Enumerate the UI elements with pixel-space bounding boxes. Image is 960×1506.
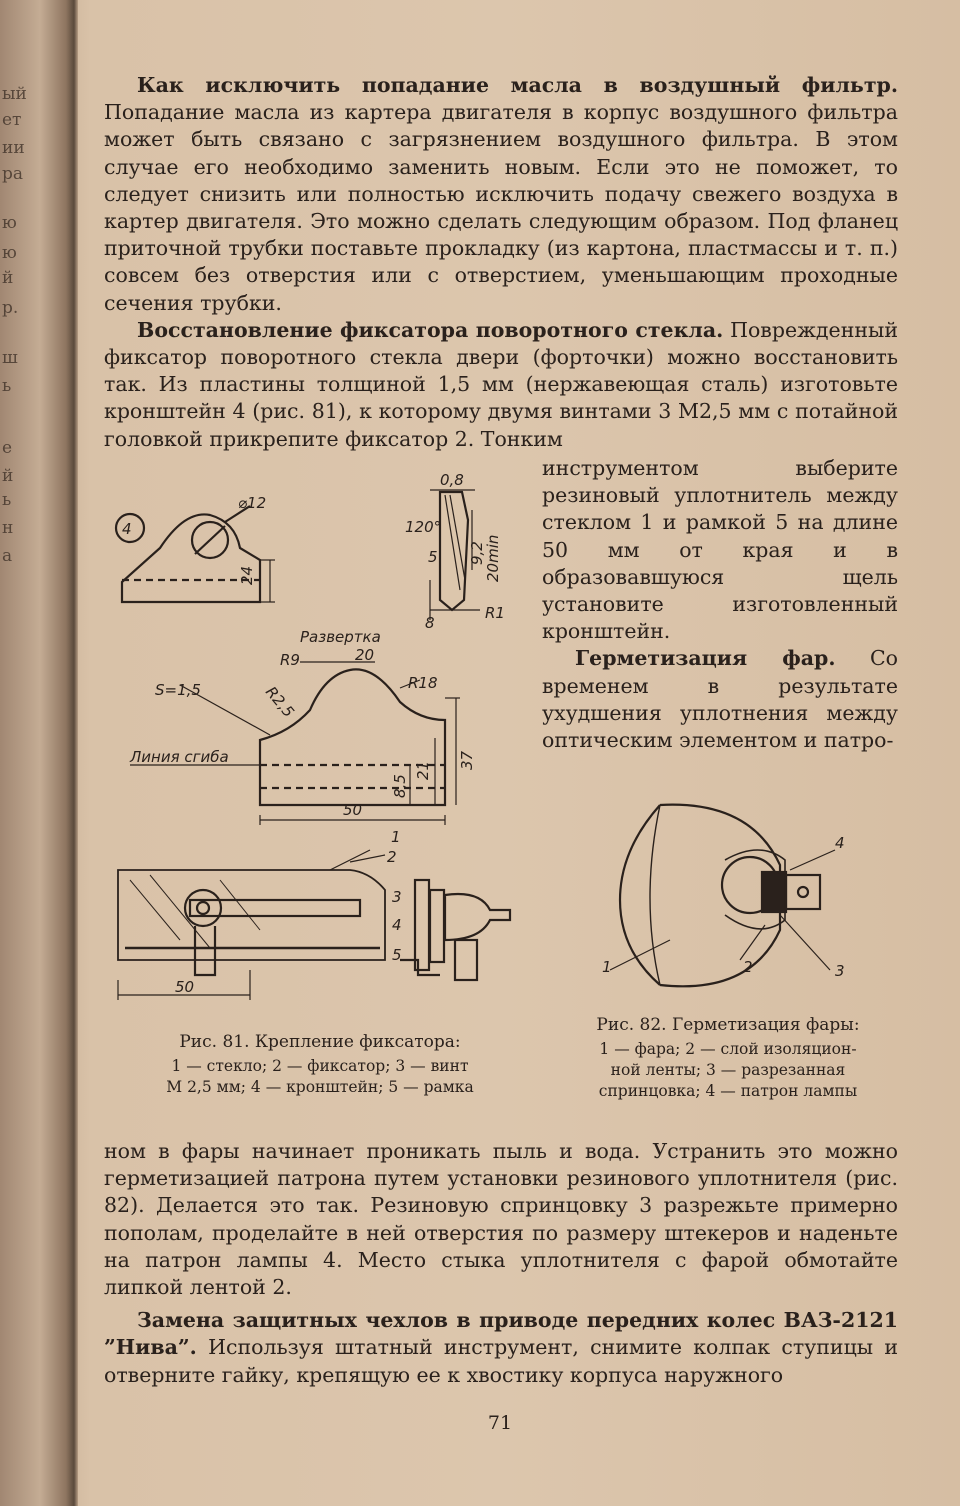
heading-fixator: Восстановление фиксатора поворотного сте… <box>137 317 724 342</box>
figure-82-caption-line: спринцовка; 4 — патрон лампы <box>598 1082 858 1100</box>
fig81-label-razvertka: Развертка <box>300 628 381 646</box>
fig81-label-height-24: 24 <box>238 566 256 585</box>
spine-text-fragment: ет <box>2 112 22 129</box>
fig81-label-diameter: ⌀12 <box>238 494 266 512</box>
paragraph-headlight-text: Со временем в результате ухудшения уплот… <box>542 646 899 753</box>
fig81-label-a2: 2 <box>387 848 397 866</box>
spine-text-fragment: е <box>2 440 13 457</box>
spine-text-fragment: н <box>2 520 14 537</box>
spine-text-fragment: ь <box>2 492 12 509</box>
spine-text-fragment: а <box>2 548 13 565</box>
figure-81-caption-line: 1 — стекло; 2 — фиксатор; 3 — винт <box>171 1057 469 1075</box>
figure-81-caption-line: М 2,5 мм; 4 — кронштейн; 5 — рамка <box>166 1078 474 1096</box>
fig81-label-8: 8 <box>425 614 435 632</box>
spine-text-fragment: ии <box>2 140 25 157</box>
paragraph-air-filter: Как исключить попадание масла в воздушны… <box>104 72 898 317</box>
figure-82-caption-line: ной ленты; 3 — разрезанная <box>610 1061 846 1079</box>
fig81-label-r18: R18 <box>408 674 438 692</box>
figure-81-caption-title: Рис. 81. Крепление фиксатора: <box>179 1032 461 1052</box>
fig81-label-s15: S=1,5 <box>155 681 201 699</box>
spine-text-fragment: р. <box>2 300 19 317</box>
fig81-label-w50: 50 <box>343 801 362 819</box>
figure-82-caption: Рис. 82. Герметизация фары: 1 — фара; 2 … <box>556 1015 900 1102</box>
text-narrow-column: инструментом выберите резиновый уплотнит… <box>542 455 898 754</box>
fig81-label-85: 8,5 <box>391 774 409 798</box>
fig81-label-r9: R9 <box>280 651 300 669</box>
fig81-label-08: 0,8 <box>440 471 464 489</box>
heading-air-filter: Как исключить попадание масла в воздушны… <box>137 73 898 97</box>
fig81-label-a1: 1 <box>391 828 401 846</box>
spine-text-fragment: ь <box>2 378 12 395</box>
fig81-label-20min: 20min <box>484 535 502 582</box>
fig81-label-a5: 5 <box>392 946 402 964</box>
paragraph-headlight-continuation-text: ном в фары начинает проникать пыль и вод… <box>104 1139 898 1300</box>
fig81-label-r25: R2,5 <box>262 683 298 721</box>
spine-text-fragment: ю <box>2 215 17 232</box>
text-block-bottom: ном в фары начинает проникать пыль и вод… <box>104 1138 898 1389</box>
fig81-label-92: 9,2 <box>468 541 486 565</box>
figure-82-caption-line: 1 — фара; 2 — слой изоляцион- <box>599 1040 857 1058</box>
fig82-label-a2: 2 <box>743 958 753 976</box>
figure-81-caption: Рис. 81. Крепление фиксатора: 1 — стекло… <box>110 1032 530 1098</box>
paragraph-fixator: Восстановление фиксатора поворотного сте… <box>104 317 898 453</box>
figure-82-caption-title: Рис. 82. Герметизация фары: <box>596 1015 860 1035</box>
fig81-label-120: 120° <box>405 518 441 536</box>
fig82-label-a1: 1 <box>602 958 612 976</box>
paragraph-headlight: Герметизация фар. Со временем в результа… <box>542 645 898 754</box>
fig82-label-a4: 4 <box>835 834 845 852</box>
fig81-label-w20: 20 <box>355 646 374 664</box>
spine-text-fragment: й <box>2 468 14 485</box>
fig81-label-part4: 4 <box>122 520 132 538</box>
fig81-label-a3: 3 <box>392 888 402 906</box>
paragraph-boots: Замена защитных чехлов в приводе передни… <box>104 1307 898 1389</box>
fig82-label-a3: 3 <box>835 962 845 980</box>
fig81-label-fold-line: Линия сгиба <box>129 748 229 766</box>
figure-82-drawing: 1 2 3 4 <box>602 803 845 988</box>
paragraph-headlight-continuation: ном в фары начинает проникать пыль и вод… <box>104 1138 898 1301</box>
fig81-label-w50b: 50 <box>175 978 194 996</box>
paragraph-air-filter-text: Попадание масла из картера двигателя в к… <box>104 100 898 315</box>
paragraph-fixator-continuation: инструментом выберите резиновый уплотнит… <box>542 456 898 644</box>
spine-text-fragment: ра <box>2 166 24 183</box>
spine-text-fragment: й <box>2 270 14 287</box>
fig81-label-21: 21 <box>414 761 432 780</box>
text-block-top: Как исключить попадание масла в воздушны… <box>104 72 898 453</box>
spine-text-fragment: ш <box>2 350 18 367</box>
spine-text-fragment: ый <box>2 86 27 103</box>
heading-headlight: Герметизация фар. <box>575 646 836 671</box>
spine-text-fragment: ю <box>2 245 17 262</box>
page-number: 71 <box>487 1412 513 1434</box>
fig81-label-37: 37 <box>458 750 476 770</box>
fig81-label-5: 5 <box>428 548 438 566</box>
figure-81-drawing: 4 ⌀12 24 0,8 120° 5 8 R1 9,2 20min Разве… <box>114 471 512 1000</box>
heading-boots: Замена защитных чехлов в приводе передни… <box>104 1308 898 1360</box>
fig81-label-r1: R1 <box>485 604 505 622</box>
fig81-label-a4: 4 <box>392 916 402 934</box>
paragraph-fixator-text: Поврежденный фиксатор поворотного стекла… <box>104 317 898 451</box>
paragraph-boots-text: Используя штатный инструмент, снимите ко… <box>104 1335 898 1387</box>
